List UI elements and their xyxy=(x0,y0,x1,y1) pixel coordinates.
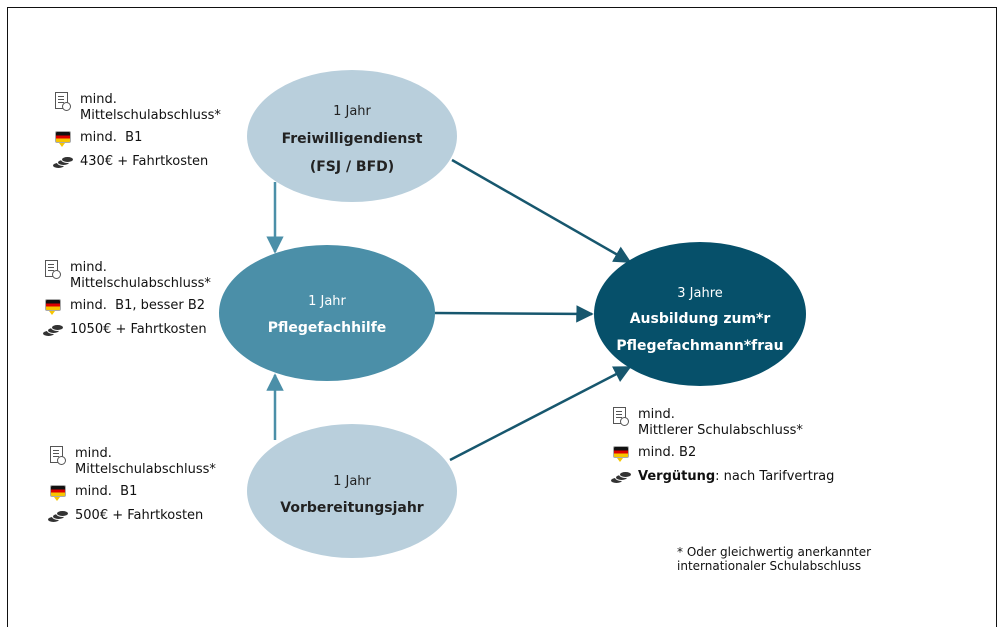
money-icon xyxy=(47,510,69,524)
education-requirement: mind. Mittelschulabschluss* xyxy=(52,92,221,124)
node-pflegefachhilfe: 1 Jahr Pflegefachhilfe xyxy=(219,245,435,381)
diagram-frame xyxy=(7,7,997,627)
pay-detail: : nach Tarifvertrag xyxy=(715,469,835,484)
language-text: mind. B2 xyxy=(638,445,697,460)
german-flag-icon xyxy=(50,485,66,501)
info-vorbereitungsjahr: mind. Mittelschulabschluss* mind. B1 500… xyxy=(47,446,216,532)
language-text: mind. B1 xyxy=(75,484,138,499)
info-ausbildung: mind. Mittlerer Schulabschluss* mind. B2… xyxy=(610,407,834,493)
info-freiwilligendienst: mind. Mittelschulabschluss* mind. B1 430… xyxy=(52,92,221,178)
language-text: mind. B1 xyxy=(80,130,143,145)
language-requirement: mind. B1 xyxy=(52,130,221,148)
node-duration: 1 Jahr xyxy=(333,104,371,119)
pay-info: 500€ + Fahrtkosten xyxy=(47,508,216,526)
node-duration: 1 Jahr xyxy=(308,294,346,309)
arrow-vorbereitungsjahr-to-ausbildung xyxy=(449,365,632,462)
certificate-icon xyxy=(613,407,629,426)
education-text: mind. Mittelschulabschluss* xyxy=(70,260,211,291)
arrow-freiwilligendienst-to-ausbildung xyxy=(451,158,632,264)
node-duration: 3 Jahre xyxy=(677,286,723,301)
education-text: mind. Mittlerer Schulabschluss* xyxy=(638,407,803,438)
node-title: Ausbildung zum*r xyxy=(630,311,771,327)
pay-text: Vergütung: nach Tarifvertrag xyxy=(638,469,834,485)
german-flag-icon xyxy=(613,446,629,462)
education-requirement: mind. Mittlerer Schulabschluss* xyxy=(610,407,834,439)
certificate-icon xyxy=(50,446,66,465)
language-requirement: mind. B2 xyxy=(610,445,834,463)
money-icon xyxy=(52,156,74,170)
pay-info: 1050€ + Fahrtkosten xyxy=(42,322,211,340)
language-requirement: mind. B1 xyxy=(47,484,216,502)
node-duration: 1 Jahr xyxy=(333,474,371,489)
certificate-icon xyxy=(55,92,71,111)
money-icon xyxy=(42,324,64,338)
language-requirement: mind. B1, besser B2 xyxy=(42,298,211,316)
node-vorbereitungsjahr: 1 Jahr Vorbereitungsjahr xyxy=(247,424,457,558)
education-requirement: mind. Mittelschulabschluss* xyxy=(47,446,216,478)
pay-text: 500€ + Fahrtkosten xyxy=(75,508,204,523)
node-subtitle: Pflegefachmann*frau xyxy=(616,338,783,354)
footnote: * Oder gleichwertig anerkannter internat… xyxy=(677,545,872,573)
money-icon xyxy=(610,471,632,485)
node-freiwilligendienst: 1 Jahr Freiwilligendienst (FSJ / BFD) xyxy=(247,70,457,202)
german-flag-icon xyxy=(45,299,61,315)
arrow-pflegefachhilfe-to-ausbildung xyxy=(433,305,594,323)
pay-info: Vergütung: nach Tarifvertrag xyxy=(610,469,834,487)
node-subtitle: (FSJ / BFD) xyxy=(310,159,394,175)
pay-info: 430€ + Fahrtkosten xyxy=(52,154,221,172)
german-flag-icon xyxy=(55,131,71,147)
info-pflegefachhilfe: mind. Mittelschulabschluss* mind. B1, be… xyxy=(42,260,211,346)
node-title: Pflegefachhilfe xyxy=(268,320,387,336)
language-text: mind. B1, besser B2 xyxy=(70,298,206,313)
node-title: Vorbereitungsjahr xyxy=(280,500,424,516)
node-title: Freiwilligendienst xyxy=(282,131,423,147)
education-text: mind. Mittelschulabschluss* xyxy=(75,446,216,477)
certificate-icon xyxy=(45,260,61,279)
pay-label: Vergütung xyxy=(638,469,716,484)
pay-text: 1050€ + Fahrtkosten xyxy=(70,322,207,337)
education-text: mind. Mittelschulabschluss* xyxy=(80,92,221,123)
node-ausbildung: 3 Jahre Ausbildung zum*r Pflegefachmann*… xyxy=(594,242,806,386)
education-requirement: mind. Mittelschulabschluss* xyxy=(42,260,211,292)
pay-text: 430€ + Fahrtkosten xyxy=(80,154,209,169)
